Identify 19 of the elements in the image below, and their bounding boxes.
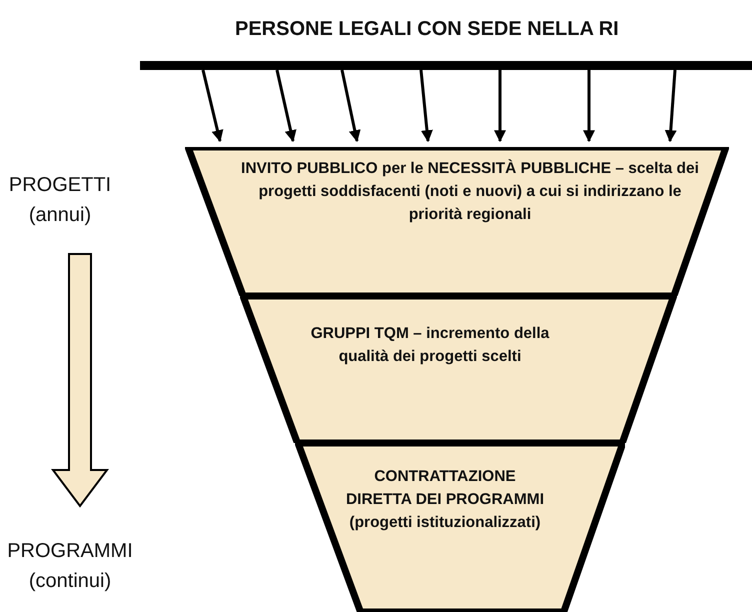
funnel-band xyxy=(240,296,677,443)
funnel-band xyxy=(185,147,729,296)
block-arrow xyxy=(51,253,109,508)
arrow xyxy=(494,70,506,142)
funnel-band xyxy=(294,443,626,612)
arrow xyxy=(583,70,595,142)
heading-text: PERSONE LEGALI CON SEDE NELLA RI xyxy=(235,18,619,41)
arrow xyxy=(420,70,433,142)
band-text: GRUPPI TQM – incremento della qualità dei progetti scelti xyxy=(310,324,550,367)
side-label: (annui) xyxy=(28,203,92,228)
arrow xyxy=(202,70,224,142)
band-text: INVITO PUBBLICO per le NECESSITÀ PUBBLICHE – scelta dei progetti soddisfacenti (noti e nuovi) a cui si indirizzano le priorità regionali xyxy=(240,158,700,225)
band-text: CONTRATTAZIONE DIRETTA DEI PROGRAMMI (progetti istituzionalizzati) xyxy=(344,467,545,533)
arrow xyxy=(276,70,296,142)
side-label: PROGRAMMI xyxy=(6,539,134,564)
side-label: (continui) xyxy=(28,569,112,594)
arrow xyxy=(664,70,677,142)
arrow xyxy=(340,70,361,142)
side-label: PROGETTI xyxy=(8,173,112,198)
